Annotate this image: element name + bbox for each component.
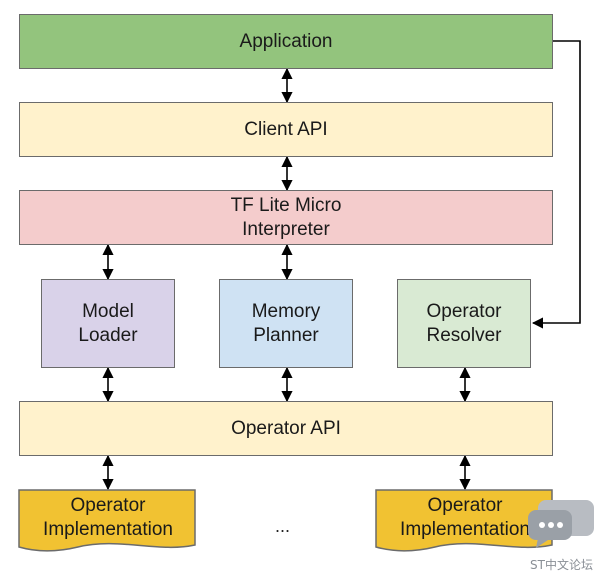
operator-impl-right-shape xyxy=(375,489,553,552)
interpreter-block: TF Lite Micro Interpreter xyxy=(19,190,553,245)
application-label: Application xyxy=(239,30,333,52)
arrow-application-operator-resolver xyxy=(531,40,581,329)
operator-impl-left-block: Operator Implementation xyxy=(19,489,197,547)
operator-impl-left-label: Operator Implementation xyxy=(43,495,173,540)
watermark-text: ST中文论坛 xyxy=(530,558,593,572)
client-api-block: Client API xyxy=(19,102,553,157)
operator-impl-right-label: Operator Implementation xyxy=(400,495,530,540)
operator-impl-right-block: Operator Implementation xyxy=(376,489,554,547)
memory-planner-block: Memory Planner xyxy=(219,279,353,368)
operator-impl-left-shape xyxy=(18,489,196,552)
interpreter-label: TF Lite Micro Interpreter xyxy=(230,194,342,240)
operator-resolver-label: Operator Resolver xyxy=(426,300,502,346)
chat-bubble-icon xyxy=(528,500,594,548)
operator-api-block: Operator API xyxy=(19,401,553,456)
ellipsis-text: ... xyxy=(275,516,291,536)
operator-resolver-block: Operator Resolver xyxy=(397,279,531,368)
memory-planner-label: Memory Planner xyxy=(251,300,321,346)
operator-api-label: Operator API xyxy=(231,417,341,439)
application-block: Application xyxy=(19,14,553,69)
client-api-label: Client API xyxy=(244,118,328,140)
model-loader-block: Model Loader xyxy=(41,279,175,368)
model-loader-label: Model Loader xyxy=(78,300,138,346)
